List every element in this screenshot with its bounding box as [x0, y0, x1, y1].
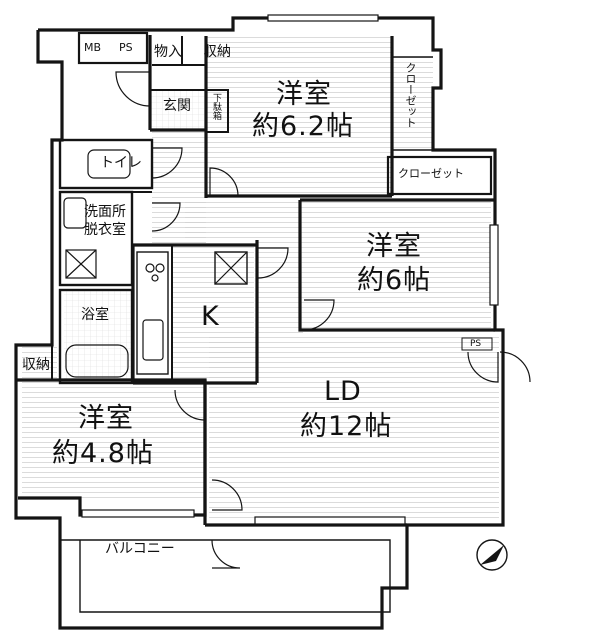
- sink: [142, 319, 164, 361]
- door-swings: [115, 71, 531, 569]
- washroom-label-1: 洗面所: [84, 204, 126, 220]
- washroom-label-2: 脱衣室: [84, 222, 126, 238]
- north-arrow-icon: [476, 539, 508, 571]
- stove-burner: [155, 263, 165, 273]
- washbasin: [63, 197, 87, 229]
- room-size-ld: 約12帖: [300, 411, 393, 442]
- fixtures: [63, 149, 493, 378]
- floor-bath: [64, 290, 131, 380]
- floor-western-6: [303, 200, 491, 330]
- closet-side-label: クローゼット: [404, 62, 417, 128]
- washer-space: [65, 249, 97, 279]
- bathtub: [65, 344, 129, 378]
- mb-label: MB: [84, 41, 102, 54]
- walls: [14, 16, 505, 630]
- room-name-kitchen: K: [201, 301, 220, 332]
- room-name-ld: LD: [324, 376, 362, 407]
- room-name-western-6: 洋室: [366, 231, 422, 262]
- ps-box: [461, 337, 493, 351]
- windows: [81, 14, 499, 525]
- closet-top-label: クローゼット: [398, 167, 464, 180]
- room-name-western-6-2: 洋室: [276, 79, 332, 110]
- stove-burner: [151, 274, 159, 282]
- room-size-western-6-2: 約6.2帖: [252, 111, 354, 142]
- toilet-label: トイレ: [100, 155, 142, 171]
- room-name-western-4-8: 洋室: [78, 403, 134, 434]
- floor-western-4-8: [22, 380, 205, 498]
- balcony-label: バルコニー: [105, 541, 175, 557]
- toilet-fixture: [87, 149, 131, 179]
- shoe-box-label: 下駄箱: [211, 93, 221, 120]
- entrance-label: 玄関: [163, 98, 191, 114]
- bath-label: 浴室: [81, 307, 109, 323]
- floor-fills: [22, 37, 499, 521]
- floor-hall-2: [185, 200, 303, 242]
- storage-top-label: 収納: [203, 44, 231, 60]
- ps-label: PS: [119, 41, 133, 54]
- storage-entry-label: 物入: [154, 44, 182, 60]
- floor-kitchen: [172, 245, 254, 378]
- room-size-western-6: 約6帖: [357, 265, 432, 296]
- room-size-western-4-8: 約4.8帖: [52, 438, 154, 469]
- floor-entrance: [150, 90, 206, 130]
- ps-ld-label: PS: [470, 339, 482, 349]
- floor-ld-upper: [258, 240, 303, 335]
- floor-closet-side: [393, 57, 433, 150]
- stove-burner: [145, 263, 155, 273]
- floor-western-6-2: [206, 37, 392, 194]
- storage-left-label: 収納: [22, 357, 50, 373]
